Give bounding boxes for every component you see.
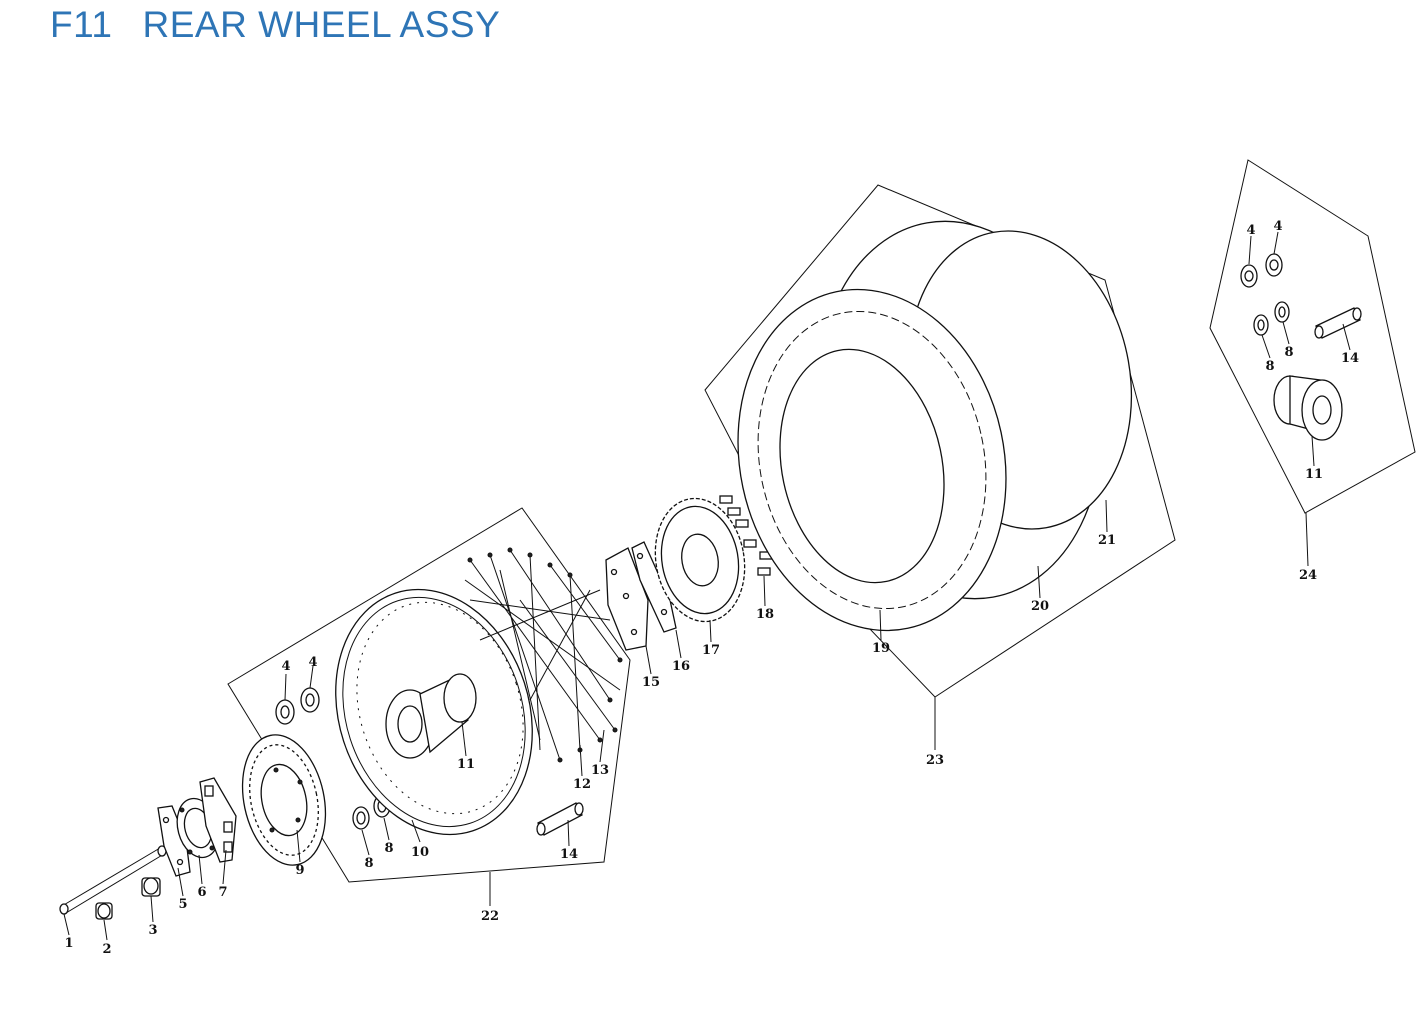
callout-14-left: 14 — [560, 847, 578, 862]
callout-5: 5 — [178, 897, 187, 912]
collar-right — [141, 877, 161, 897]
callout-4-left-a: 4 — [281, 659, 290, 674]
callout-8-right-b: 8 — [1284, 345, 1293, 360]
page-title: F11 REAR WHEEL ASSY — [50, 4, 500, 46]
callout-4-left-b: 4 — [308, 655, 317, 670]
callout-4-right-b: 4 — [1273, 219, 1282, 234]
bolt-plate — [199, 777, 237, 863]
section-name: REAR WHEEL ASSY — [142, 4, 501, 45]
oil-seal-left-a — [352, 806, 370, 830]
callout-8-left-a: 8 — [364, 856, 373, 871]
callout-21: 21 — [1098, 533, 1116, 548]
rear-sprocket — [654, 497, 746, 623]
callout-20: 20 — [1031, 599, 1049, 614]
callout-13: 13 — [591, 763, 609, 778]
bearing-left-b — [300, 687, 320, 713]
callout-19: 19 — [872, 641, 890, 656]
oil-seal-right-a — [1253, 314, 1269, 336]
oil-seal-right-b — [1274, 301, 1290, 323]
spacer-tube-right — [1314, 307, 1362, 339]
callout-11: 11 — [457, 757, 475, 772]
tire — [737, 288, 1007, 632]
spoke-nipples — [467, 547, 623, 763]
callout-10: 10 — [411, 845, 429, 860]
wheel-hub — [385, 673, 477, 759]
callout-12: 12 — [573, 777, 591, 792]
disc-plate — [157, 805, 191, 877]
axle — [59, 845, 167, 915]
callout-17: 17 — [702, 643, 720, 658]
bearing-left-a — [275, 699, 295, 725]
callout-3: 3 — [148, 923, 157, 938]
callout-8-right-a: 8 — [1265, 359, 1274, 374]
sprocket-flange-plate — [631, 541, 677, 633]
callout-6: 6 — [197, 885, 206, 900]
collar-left — [95, 902, 113, 920]
callout-23: 23 — [926, 753, 944, 768]
spokes — [464, 549, 621, 761]
callout-14-right: 14 — [1341, 351, 1359, 366]
callout-11-right: 11 — [1305, 467, 1323, 482]
callout-16: 16 — [672, 659, 690, 674]
callout-2: 2 — [102, 942, 111, 957]
group-24-outline — [1209, 159, 1416, 514]
callout-22: 22 — [481, 909, 499, 924]
callout-1: 1 — [64, 936, 73, 951]
bearing-right-b — [1265, 253, 1283, 277]
callout-18: 18 — [756, 607, 774, 622]
callout-15: 15 — [642, 675, 660, 690]
callout-4-right-a: 4 — [1246, 223, 1255, 238]
callout-7: 7 — [218, 885, 227, 900]
section-code: F11 — [50, 4, 113, 45]
wheel-hub-right — [1273, 375, 1343, 441]
callout-9: 9 — [295, 863, 304, 878]
brake-disc — [241, 734, 327, 866]
callout-8-left-b: 8 — [384, 841, 393, 856]
spacer-tube-left — [536, 802, 584, 836]
leader-lines — [63, 231, 1351, 941]
callout-24: 24 — [1299, 568, 1317, 583]
bearing-right-a — [1240, 264, 1258, 288]
sprocket-bolts — [719, 495, 773, 576]
group-22-outline — [227, 507, 631, 883]
